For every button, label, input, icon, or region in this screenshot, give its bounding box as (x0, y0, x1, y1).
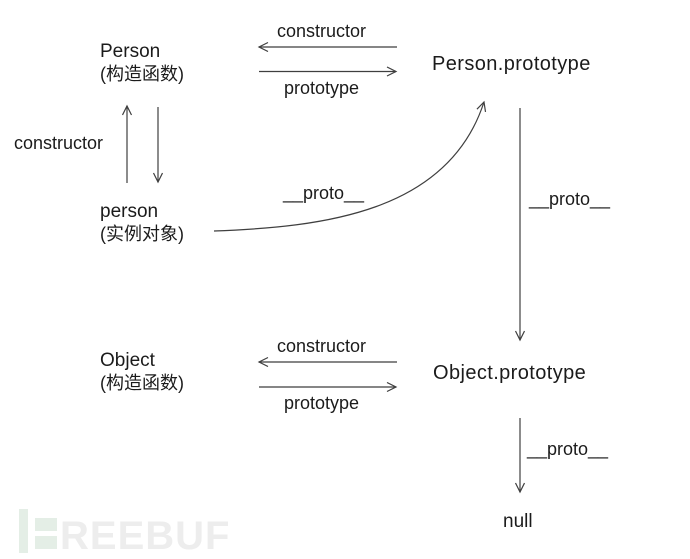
edge-label-proto-curved: __proto__ (283, 183, 365, 203)
edge-label-prototype-bottom: prototype (284, 393, 360, 413)
node-person-label: Person (100, 41, 161, 62)
edge-label-proto-null: __proto__ (527, 439, 609, 459)
watermark-bar-icon (19, 509, 28, 553)
node-person-instance-annotation: (实例对象) (100, 224, 184, 244)
edge-label-constructor-bottom: constructor (277, 336, 367, 356)
edge-label-constructor-top: constructor (277, 21, 367, 41)
node-person-instance: person (实例对象) (100, 200, 184, 246)
watermark-text: REEBUF (60, 514, 231, 558)
node-person-constructor: Person (构造函数) (100, 40, 184, 86)
node-object-annotation: (构造函数) (100, 373, 184, 393)
node-null: null (503, 511, 533, 532)
edge-label-prototype-top: prototype (284, 78, 360, 98)
watermark-f-top-icon (35, 518, 57, 531)
node-object-prototype: Object.prototype (433, 362, 587, 384)
node-person-instance-label: person (100, 201, 159, 222)
node-person-prototype: Person.prototype (432, 53, 591, 75)
node-object-label: Object (100, 350, 155, 371)
edge-label-proto-right: __proto__ (529, 189, 611, 209)
arrow-proto-curved (213, 102, 484, 232)
node-person-annotation: (构造函数) (100, 64, 184, 84)
watermark-f-bottom-icon (35, 536, 57, 549)
edge-label-constructor-left: constructor (14, 133, 104, 153)
node-object-constructor: Object (构造函数) (100, 349, 184, 395)
